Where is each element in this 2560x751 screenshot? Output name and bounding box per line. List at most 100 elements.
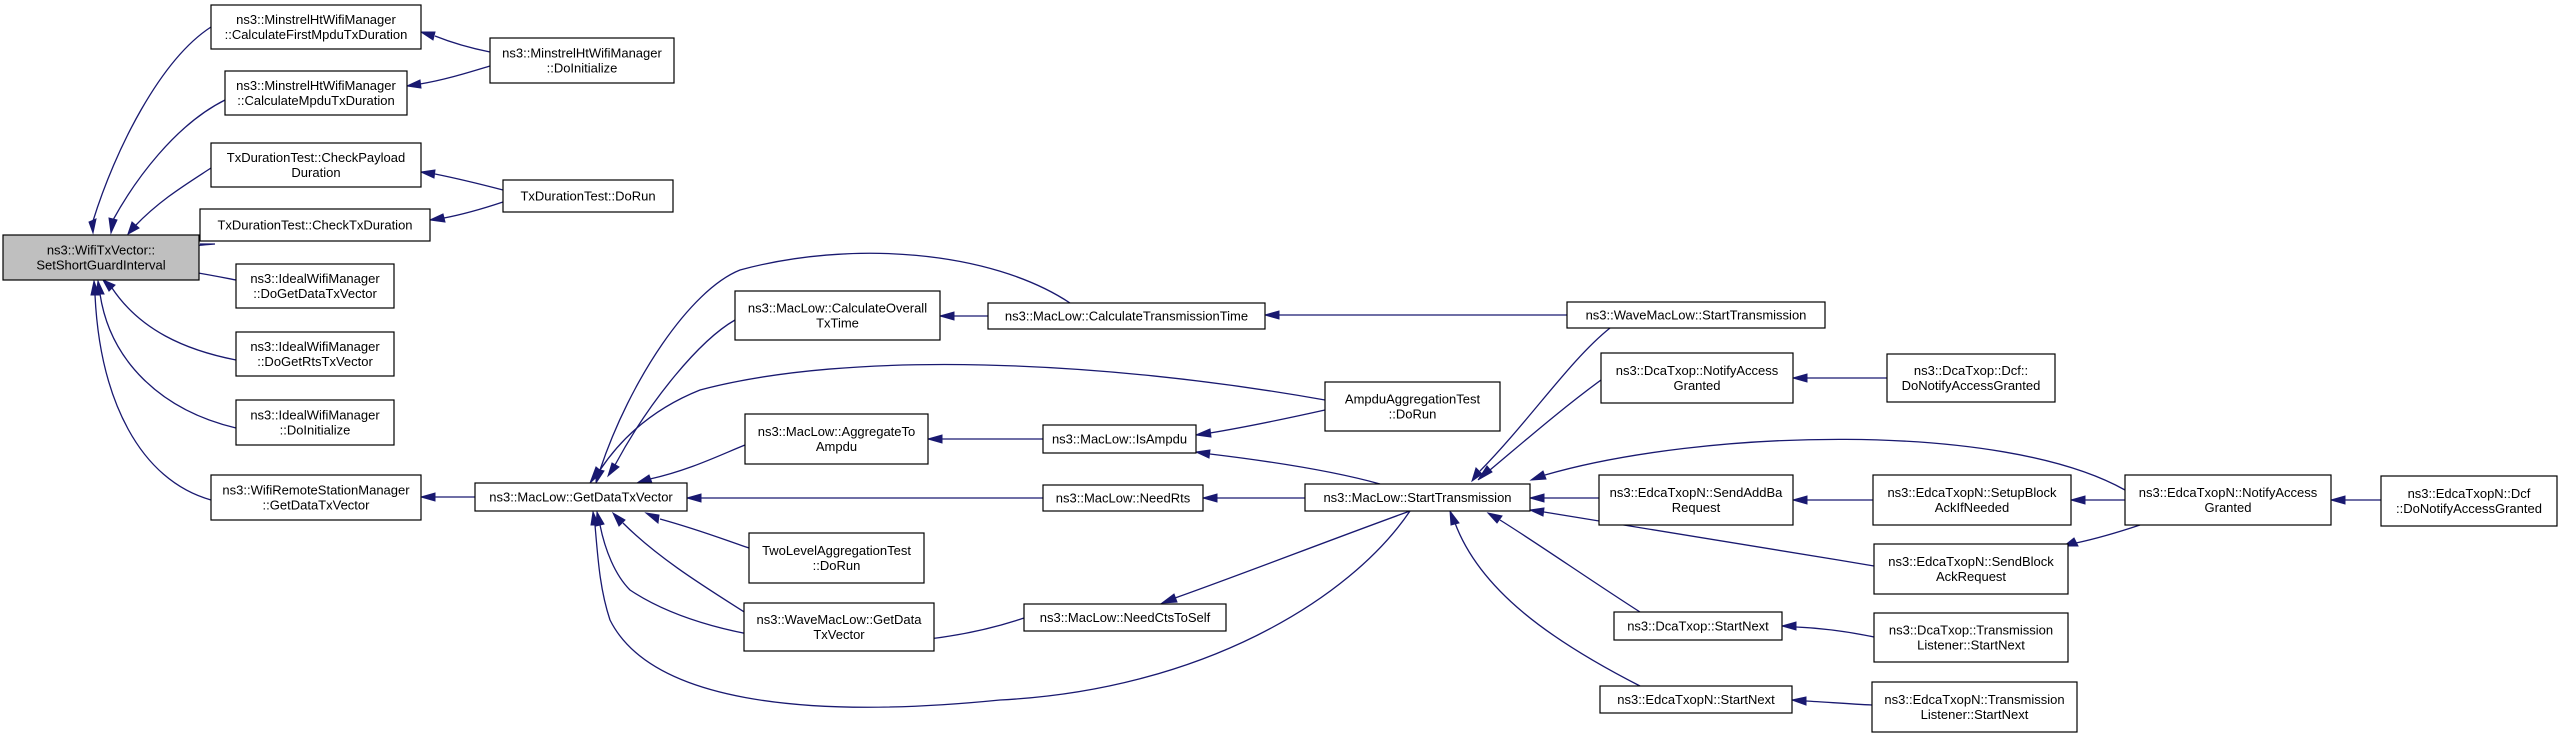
- node-tdt_dorun[interactable]: TxDurationTest::DoRun: [502, 179, 674, 213]
- node-tlat_dorun[interactable]: TwoLevelAggregationTest::DoRun: [748, 532, 925, 584]
- node-dca_tlsn[interactable]: ns3::DcaTxop::TransmissionListener::Star…: [1873, 612, 2069, 663]
- node-label-line: ns3::MacLow::IsAmpdu: [1052, 432, 1187, 447]
- node-label-line: ns3::DcaTxop::Dcf::: [1914, 363, 2028, 378]
- edge-ml_isampdu-to-ml_ata: [926, 434, 1043, 444]
- node-tdt_ctd[interactable]: TxDurationTest::CheckTxDuration: [199, 208, 431, 242]
- node-edca_sn[interactable]: ns3::EdcaTxopN::StartNext: [1599, 685, 1793, 714]
- edge-arrowhead: [1791, 495, 1808, 505]
- edge-arrowhead: [108, 217, 118, 235]
- node-box: [1304, 483, 1531, 512]
- edge-arrowhead: [419, 31, 436, 41]
- node-ml_gdtv[interactable]: ns3::MacLow::GetDataTxVector: [474, 482, 688, 512]
- node-ml_ctt[interactable]: ns3::MacLow::CalculateTransmissionTime: [987, 302, 1266, 330]
- edge-edca_sn-to-ml_st: [1449, 509, 1641, 687]
- node-box: [1871, 681, 2078, 733]
- node-mh_doinit[interactable]: ns3::MinstrelHtWifiManager::DoInitialize: [489, 37, 675, 84]
- node-mh_cfmtd[interactable]: ns3::MinstrelHtWifiManager::CalculateFir…: [210, 4, 422, 50]
- node-edca_dcf[interactable]: ns3::EdcaTxopN::Dcf::DoNotifyAccessGrant…: [2380, 475, 2558, 527]
- edge-arrowhead: [428, 213, 446, 223]
- node-edca_nag[interactable]: ns3::EdcaTxopN::NotifyAccessGranted: [2124, 474, 2332, 526]
- edge-wml_gdtv-to-ml_gdtv: [611, 511, 750, 616]
- node-label-line: ::DoGetRtsTxVector: [257, 354, 373, 369]
- edge-line: [1795, 626, 1875, 638]
- node-ml_st[interactable]: ns3::MacLow::StartTransmission: [1304, 483, 1531, 512]
- node-iw_dgrtv[interactable]: ns3::IdealWifiManager::DoGetRtsTxVector: [235, 331, 395, 377]
- node-dca_nag[interactable]: ns3::DcaTxop::NotifyAccessGranted: [1600, 352, 1794, 404]
- node-label-line: TwoLevelAggregationTest: [762, 543, 911, 558]
- node-label-line: ns3::MinstrelHtWifiManager: [502, 46, 662, 61]
- node-ml_isampdu[interactable]: ns3::MacLow::IsAmpdu: [1042, 424, 1197, 454]
- node-ml_needrts[interactable]: ns3::MacLow::NeedRts: [1042, 484, 1204, 512]
- edge-arrowhead: [590, 510, 600, 526]
- edge-edca_nag-to-ml_st: [1529, 438, 2126, 491]
- node-mh_cmtd[interactable]: ns3::MinstrelHtWifiManager::CalculateMpd…: [224, 70, 408, 116]
- edge-arrowhead: [1160, 593, 1178, 604]
- node-box: [2, 234, 200, 281]
- edge-line: [1454, 522, 1641, 687]
- node-label-line: ns3::MacLow::AggregateTo: [758, 424, 916, 439]
- edge-arrowhead: [101, 278, 116, 292]
- node-label-line: ns3::MacLow::CalculateOverall: [748, 301, 927, 316]
- node-label-line: ns3::MinstrelHtWifiManager: [236, 12, 396, 27]
- node-label-line: ns3::WaveMacLow::GetData: [757, 612, 923, 627]
- edge-edca_nag-to-edca_sbain: [2069, 495, 2125, 505]
- edge-ml_cotx-to-ml_gdtv: [607, 319, 736, 478]
- node-label-line: ns3::MacLow::NeedRts: [1056, 491, 1191, 506]
- node-edca_tlsn[interactable]: ns3::EdcaTxopN::TransmissionListener::St…: [1871, 681, 2078, 733]
- node-label-line: TxTime: [816, 316, 859, 331]
- edge-mh_cfmtd-to-wtv: [88, 26, 212, 235]
- edge-line: [1209, 409, 1326, 434]
- node-wtv[interactable]: ns3::WifiTxVector::SetShortGuardInterval: [2, 234, 200, 281]
- node-wrsm_gdtv[interactable]: ns3::WifiRemoteStationManager::GetDataTx…: [210, 474, 422, 521]
- node-label-line: ns3::DcaTxop::Transmission: [1889, 623, 2053, 638]
- edge-line: [599, 252, 1071, 471]
- edge-arrowhead: [926, 434, 943, 444]
- edge-line: [614, 319, 736, 466]
- edge-tdt_dorun-to-tdt_cpd: [419, 169, 504, 191]
- edge-arrowhead: [1528, 507, 1545, 517]
- node-label-line: Listener::StartNext: [1921, 707, 2029, 722]
- edge-wml_st-to-ml_ctt: [1263, 310, 1567, 320]
- node-wml_gdtv[interactable]: ns3::WaveMacLow::GetDataTxVector: [743, 602, 935, 652]
- node-iw_doinit[interactable]: ns3::IdealWifiManager::DoInitialize: [235, 399, 395, 446]
- edge-ml_st-to-ml_needrts: [1201, 493, 1305, 503]
- node-iw_dgdtv[interactable]: ns3::IdealWifiManager::DoGetDataTxVector: [235, 263, 395, 309]
- edge-line: [443, 201, 504, 219]
- node-label-line: TxDurationTest::CheckTxDuration: [217, 218, 412, 233]
- edge-line: [94, 294, 212, 501]
- edge-line: [599, 524, 1025, 645]
- node-box: [1873, 612, 2069, 663]
- node-box: [744, 413, 929, 465]
- node-label-line: Ampdu: [816, 439, 857, 454]
- node-box: [2124, 474, 2332, 526]
- node-ml_ncts[interactable]: ns3::MacLow::NeedCtsToSelf: [1023, 603, 1227, 632]
- node-aat_dorun[interactable]: AmpduAggregationTest::DoRun: [1324, 381, 1501, 432]
- edge-arrowhead: [127, 221, 140, 236]
- node-box: [748, 532, 925, 584]
- node-box: [1324, 381, 1501, 432]
- edge-arrowhead: [635, 474, 653, 484]
- node-dca_dcf[interactable]: ns3::DcaTxop::Dcf::DoNotifyAccessGranted: [1886, 353, 2056, 403]
- edge-aat_dorun-to-ml_gdtv: [589, 363, 1326, 484]
- node-label-line: ns3::WaveMacLow::StartTransmission: [1586, 308, 1807, 323]
- node-label-line: ns3::WifiTxVector::: [47, 243, 155, 258]
- edge-arrowhead: [1471, 467, 1483, 483]
- edge-line: [134, 167, 212, 227]
- node-label-line: ns3::WifiRemoteStationManager: [222, 483, 410, 498]
- edge-arrowhead: [2329, 495, 2346, 505]
- edge-tdt_dorun-to-tdt_ctd: [428, 201, 504, 223]
- node-dca_sn[interactable]: ns3::DcaTxop::StartNext: [1613, 611, 1783, 641]
- node-box: [489, 37, 675, 84]
- node-wml_st[interactable]: ns3::WaveMacLow::StartTransmission: [1566, 301, 1826, 329]
- node-label-line: ::DoRun: [813, 558, 861, 573]
- edge-line: [111, 287, 237, 361]
- node-box: [1872, 474, 2072, 526]
- edge-ml_gdtv-to-wrsm_gdtv: [419, 492, 475, 502]
